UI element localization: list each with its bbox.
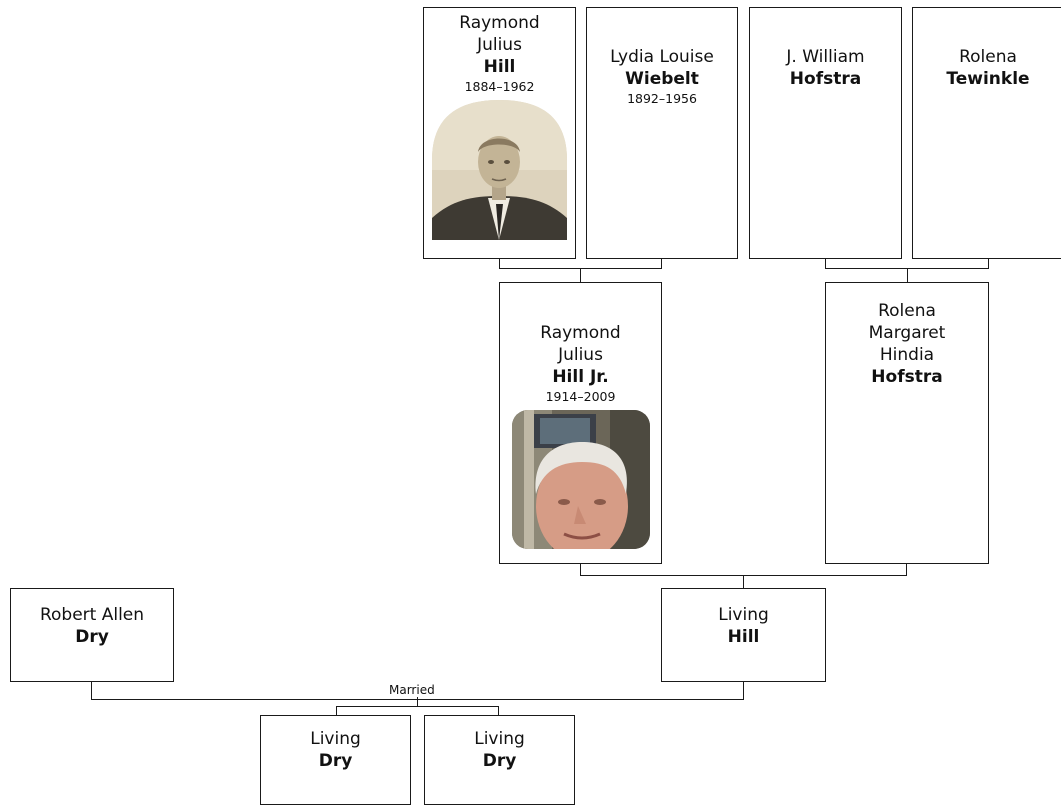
given-name: Rolena Margaret Hindia	[868, 301, 946, 365]
connector	[580, 268, 581, 283]
connector	[417, 697, 418, 707]
connector	[988, 258, 989, 269]
surname: Hofstra	[789, 69, 862, 89]
married-label: Married	[387, 683, 437, 697]
connector	[906, 563, 907, 576]
connector	[907, 268, 908, 283]
person-card-child-2[interactable]: Living Dry	[424, 715, 575, 805]
connector	[336, 706, 499, 707]
person-card-child-1[interactable]: Living Dry	[260, 715, 411, 805]
person-card-raymond-hill-jr[interactable]: Raymond Julius Hill Jr. 1914–2009	[499, 282, 662, 564]
connector	[499, 258, 500, 269]
portrait-photo-sepia	[432, 100, 567, 240]
surname: Dry	[318, 751, 353, 771]
life-years: 1914–2009	[545, 389, 616, 404]
connector	[580, 563, 581, 576]
given-name: Lydia Louise	[610, 47, 714, 67]
person-card-robert-dry[interactable]: Robert Allen Dry	[10, 588, 174, 682]
portrait-photo-color	[511, 410, 650, 549]
person-card-living-hill[interactable]: Living Hill	[661, 588, 826, 682]
given-name: Raymond Julius	[540, 323, 621, 365]
life-years: 1884–1962	[464, 79, 535, 94]
given-name: J. William	[786, 47, 865, 67]
given-name: Living	[474, 729, 525, 749]
surname: Dry	[482, 751, 517, 771]
given-name: Living	[310, 729, 361, 749]
given-name: Rolena	[959, 47, 1017, 67]
surname: Hill	[483, 57, 516, 77]
surname: Tewinkle	[946, 69, 1030, 89]
life-years: 1892–1956	[627, 91, 697, 106]
surname: Hill	[727, 627, 760, 647]
surname: Dry	[75, 627, 109, 647]
person-card-william-hofstra[interactable]: J. William Hofstra	[749, 7, 902, 259]
surname: Hofstra	[871, 367, 943, 387]
person-card-rolena-tewinkle[interactable]: Rolena Tewinkle	[912, 7, 1061, 259]
connector	[336, 706, 337, 716]
given-name: Living	[718, 605, 769, 625]
given-name: Robert Allen	[39, 605, 145, 625]
given-name: Raymond Julius	[459, 13, 540, 55]
connector	[743, 575, 744, 589]
person-card-rolena-hofstra[interactable]: Rolena Margaret Hindia Hofstra	[825, 282, 989, 564]
connector	[661, 258, 662, 269]
person-card-raymond-hill-sr[interactable]: Raymond Julius Hill 1884–1962	[423, 7, 576, 259]
person-card-lydia-wiebelt[interactable]: Lydia Louise Wiebelt 1892–1956	[586, 7, 738, 259]
connector	[498, 706, 499, 716]
connector	[91, 681, 92, 700]
surname: Wiebelt	[625, 69, 699, 89]
connector	[825, 258, 826, 269]
surname: Hill Jr.	[552, 367, 609, 387]
connector	[743, 681, 744, 700]
